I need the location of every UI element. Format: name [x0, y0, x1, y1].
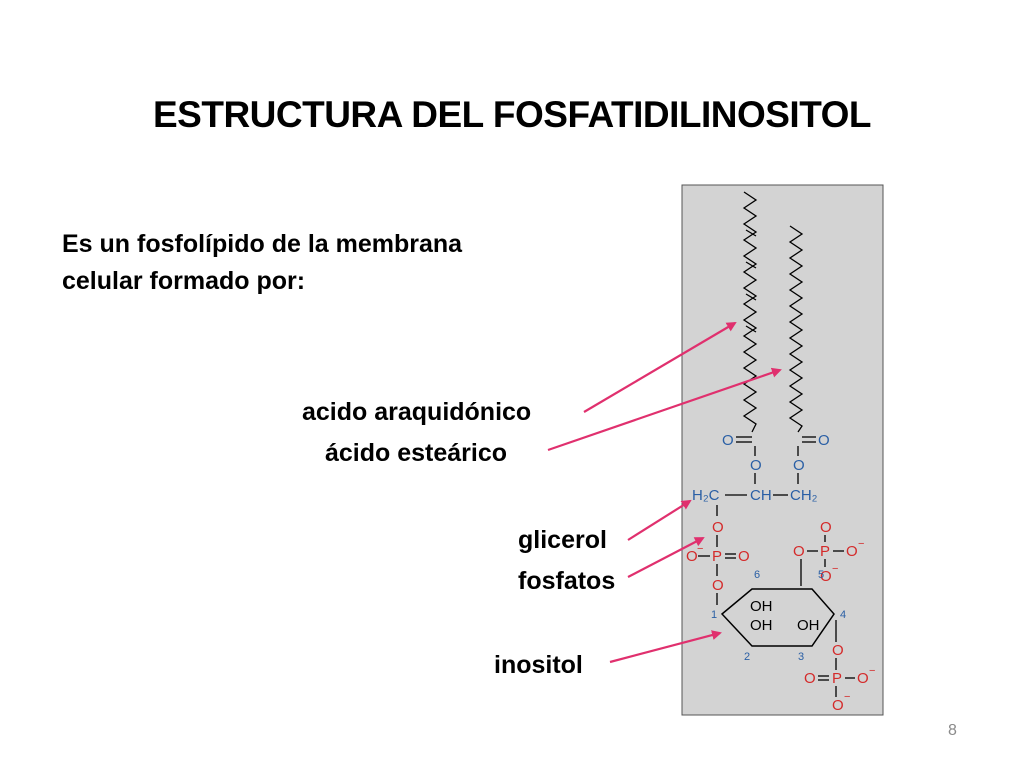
- svg-text:OH: OH: [750, 617, 773, 634]
- svg-text:O: O: [820, 519, 832, 536]
- carbonyl-oxygen-right: O: [818, 432, 830, 449]
- svg-text:2: 2: [744, 651, 750, 663]
- svg-text:5: 5: [818, 569, 824, 581]
- svg-text:OH: OH: [797, 617, 820, 634]
- phosphate-position-5: O O P O O: [793, 519, 858, 585]
- svg-text:O: O: [804, 670, 816, 687]
- svg-text:O: O: [832, 697, 844, 714]
- svg-text:3: 3: [798, 651, 804, 663]
- arrow-estearico: [547, 367, 782, 452]
- phosphate-position-1: O O P O O: [686, 519, 750, 594]
- svg-text:OH: OH: [750, 598, 773, 615]
- label-acido-estearico: ácido esteárico: [325, 439, 508, 467]
- stearic-acid-chain: [788, 225, 804, 433]
- svg-text:1: 1: [711, 609, 717, 621]
- svg-text:P: P: [820, 543, 830, 560]
- svg-text:O: O: [820, 568, 832, 585]
- svg-text:O: O: [738, 548, 750, 565]
- arrow-inositol: [609, 630, 722, 664]
- label-acido-araquidonico: acido araquidónico: [302, 398, 532, 426]
- glycerol-h2c: H₂C: [692, 487, 720, 504]
- label-glicerol: glicerol: [518, 526, 607, 554]
- arrow-araquidonico: [583, 321, 737, 413]
- svg-text:O: O: [686, 548, 698, 565]
- inositol-ring: [720, 588, 835, 647]
- arrow-glicerol: [627, 499, 692, 541]
- ester-oxygen-right: O: [793, 457, 805, 474]
- svg-text:O: O: [832, 642, 844, 659]
- svg-text:O: O: [857, 670, 869, 687]
- intro-line-1: Es un fosfolípido de la membrana: [62, 230, 463, 258]
- phosphate-5-charge-b: −: [832, 563, 838, 575]
- svg-text:O: O: [793, 543, 805, 560]
- arrow-fosfatos: [627, 537, 705, 578]
- phosphate-1-charge: −: [697, 543, 703, 555]
- phosphate-4-charge-a: −: [869, 665, 875, 677]
- phosphate-4-charge-b: −: [844, 691, 850, 703]
- intro-text: Es un fosfolípido de la membrana celular…: [62, 226, 582, 300]
- arachidonic-double-bonds: [745, 229, 757, 333]
- intro-line-2: celular formado por:: [62, 267, 306, 295]
- svg-text:O: O: [712, 577, 724, 594]
- arachidonic-acid-chain: [742, 191, 758, 433]
- svg-text:6: 6: [754, 569, 760, 581]
- label-arrows: [547, 321, 782, 664]
- svg-text:P: P: [712, 548, 722, 565]
- inositol-hydroxyls: OH OH OH: [750, 598, 820, 634]
- label-fosfatos: fosfatos: [518, 567, 616, 595]
- ester-oxygen-left: O: [750, 457, 762, 474]
- glycerol-ch: CH: [750, 487, 772, 504]
- slide-title: ESTRUCTURA DEL FOSFATIDILINOSITOL: [152, 94, 872, 135]
- phosphate-5-charge-a: −: [858, 538, 864, 550]
- svg-text:P: P: [832, 670, 842, 687]
- glycerol-ch2: CH₂: [790, 487, 818, 504]
- label-inositol: inositol: [494, 651, 583, 679]
- phosphate-position-4: O O P O O: [804, 642, 869, 714]
- carbonyl-oxygen-left: O: [722, 432, 734, 449]
- svg-text:4: 4: [840, 609, 846, 621]
- page-number: 8: [948, 722, 957, 739]
- svg-text:O: O: [846, 543, 858, 560]
- ring-numbers: 1 2 3 4 5 6: [711, 569, 846, 663]
- svg-text:O: O: [712, 519, 724, 536]
- structure-panel: [681, 184, 884, 716]
